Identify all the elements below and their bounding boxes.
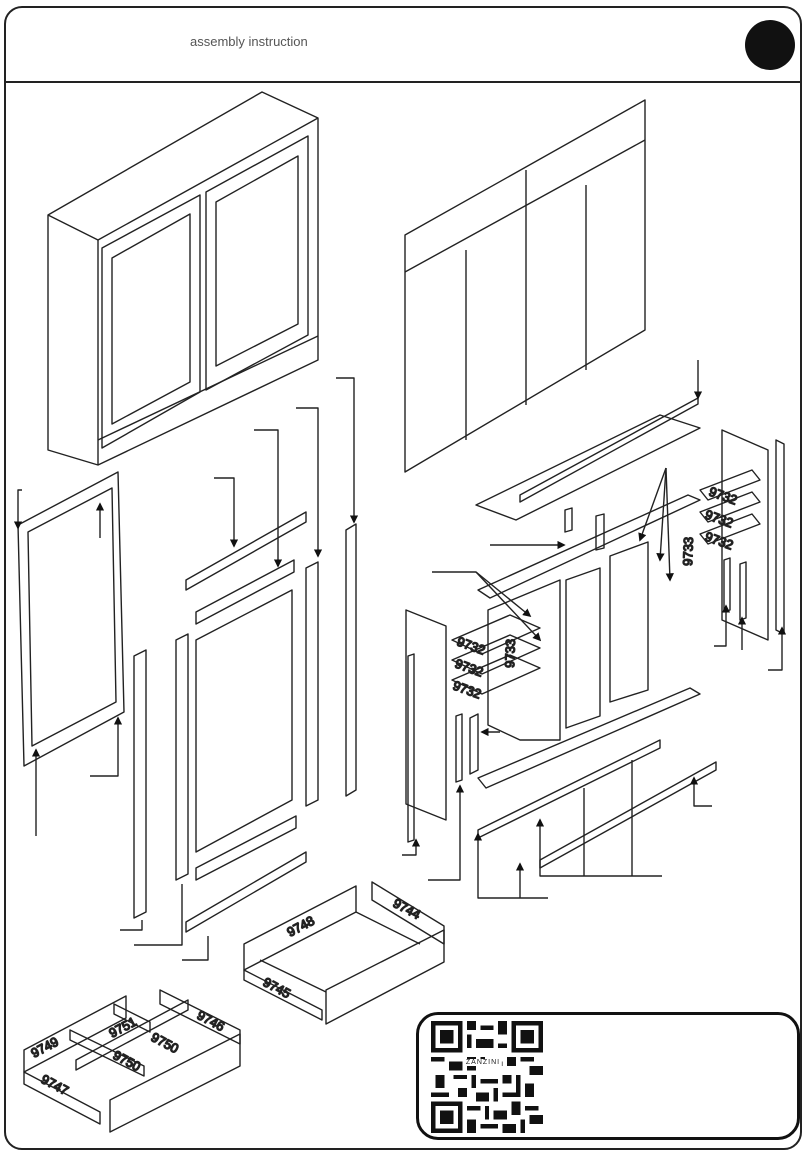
part-label-9732: 9732 — [451, 678, 483, 702]
header-divider — [4, 81, 802, 83]
assembled-wardrobe-illustration — [47, 91, 319, 466]
part-label-9733: 9733 — [680, 537, 696, 566]
qr-brand-label: ZANZINI — [463, 1059, 503, 1066]
part-label-9748: 9748 — [284, 913, 317, 940]
drawer-illustration — [243, 881, 445, 1025]
part-label-9750: 9750 — [149, 1029, 182, 1056]
part-label-9732: 9732 — [455, 634, 487, 658]
part-label-9751: 9751 — [106, 1014, 139, 1041]
part-label-9733: 9733 — [502, 639, 518, 668]
door-parts-illustration — [120, 377, 359, 961]
qr-code — [431, 1021, 543, 1133]
part-label-9744: 9744 — [391, 895, 424, 922]
part-label-9732: 9732 — [453, 656, 485, 680]
page-title: assembly instruction — [190, 34, 308, 49]
divided-drawer-illustration — [23, 989, 241, 1133]
carcass-exploded-illustration — [402, 360, 787, 899]
qr-code-box: ZANZINI — [416, 1012, 800, 1140]
page-frame — [4, 6, 802, 1150]
part-label-9732: 9732 — [703, 529, 735, 553]
door-frame-illustration — [13, 471, 125, 836]
part-label-9750: 9750 — [111, 1047, 144, 1074]
step-number-circle — [745, 20, 795, 70]
part-label-9732: 9732 — [707, 484, 739, 508]
part-label-9749: 9749 — [28, 1034, 61, 1061]
back-panel-illustration — [404, 99, 646, 473]
